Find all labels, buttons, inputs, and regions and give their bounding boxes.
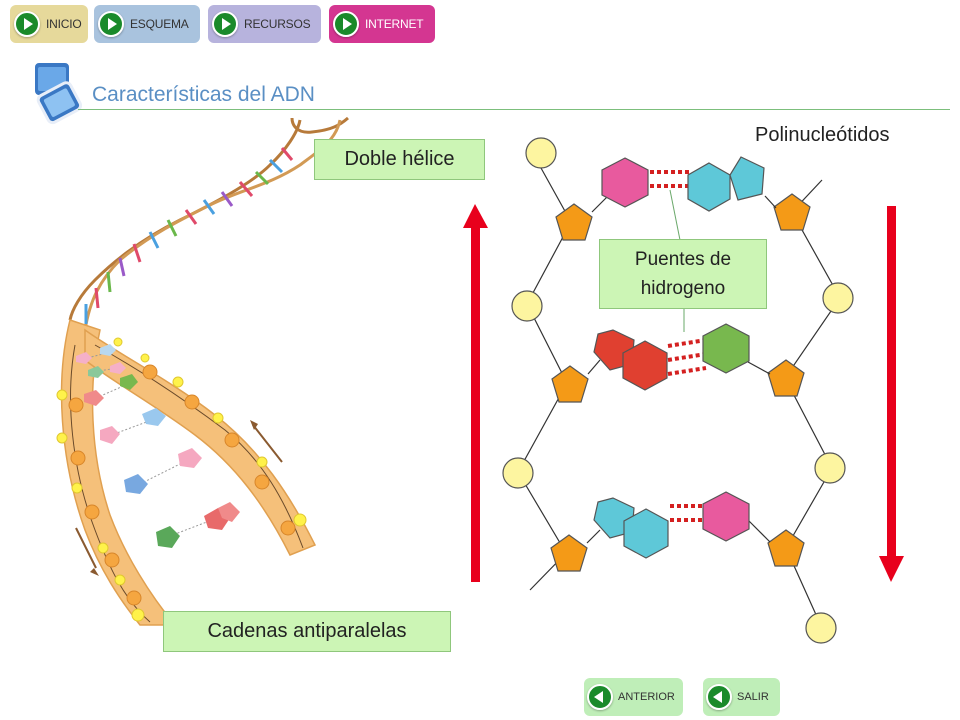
sugar: [551, 365, 589, 403]
base-red: [622, 340, 668, 391]
sugar: [767, 359, 805, 397]
phosphate: [502, 457, 534, 489]
nav-inicio-label: INICIO: [46, 17, 82, 31]
nav-esquema-button[interactable]: ESQUEMA: [94, 5, 200, 43]
base-green: [702, 323, 750, 374]
polinucleotidos-label: Polinucleótidos: [755, 124, 890, 146]
play-icon: [212, 11, 238, 37]
back-icon: [706, 684, 732, 710]
sugar: [555, 203, 593, 241]
base-pink: [601, 157, 649, 208]
right-strand: [84, 328, 317, 556]
nav-internet-label: INTERNET: [365, 17, 424, 31]
phosphate: [525, 137, 557, 169]
nav-internet-button[interactable]: INTERNET: [329, 5, 435, 43]
base-cyan: [729, 156, 765, 201]
monitor-icon: [33, 61, 82, 125]
play-icon: [14, 11, 40, 37]
phosphate: [814, 452, 846, 484]
title-divider: [78, 109, 950, 110]
sugar: [773, 193, 811, 231]
phosphate: [822, 282, 854, 314]
antiparallel-arrow-down: [879, 206, 904, 582]
sugar: [767, 529, 805, 567]
puentes-line-2: hidrogeno: [640, 278, 726, 299]
nav-esquema-label: ESQUEMA: [130, 17, 189, 31]
nav-inicio-button[interactable]: INICIO: [10, 5, 88, 43]
play-icon: [98, 11, 124, 37]
nav-recursos-label: RECURSOS: [244, 17, 311, 31]
base-cyan: [623, 508, 669, 559]
sugar: [550, 534, 588, 572]
anterior-button[interactable]: ANTERIOR: [584, 678, 683, 716]
dna-helix-illustration: [56, 116, 349, 626]
puentes-hidrogeno-label: Puentes de hidrogeno: [599, 239, 767, 309]
doble-helice-label: Doble hélice: [314, 139, 485, 180]
helix-strand-b: [83, 119, 342, 331]
puentes-line-1: Puentes de: [634, 249, 732, 270]
anterior-label: ANTERIOR: [618, 691, 675, 703]
antiparallel-arrow-up: [463, 204, 488, 582]
salir-label: SALIR: [737, 691, 769, 703]
page-title: Características del ADN: [92, 83, 315, 106]
back-icon: [587, 684, 613, 710]
phosphate: [805, 612, 837, 644]
base-cyan: [687, 162, 731, 212]
lower-base-pairs: [76, 344, 240, 548]
nav-recursos-button[interactable]: RECURSOS: [208, 5, 321, 43]
polynucleotide-schematic: [502, 137, 854, 644]
strand-direction-arrow-up: [252, 424, 283, 463]
strand-direction-arrow-down: [75, 527, 97, 569]
cadenas-antiparalelas-label: Cadenas antiparalelas: [163, 611, 451, 652]
helix-strand-a: [68, 116, 349, 321]
phosphate: [511, 290, 543, 322]
play-icon: [333, 11, 359, 37]
base-pink: [702, 491, 750, 542]
salir-button[interactable]: SALIR: [703, 678, 780, 716]
